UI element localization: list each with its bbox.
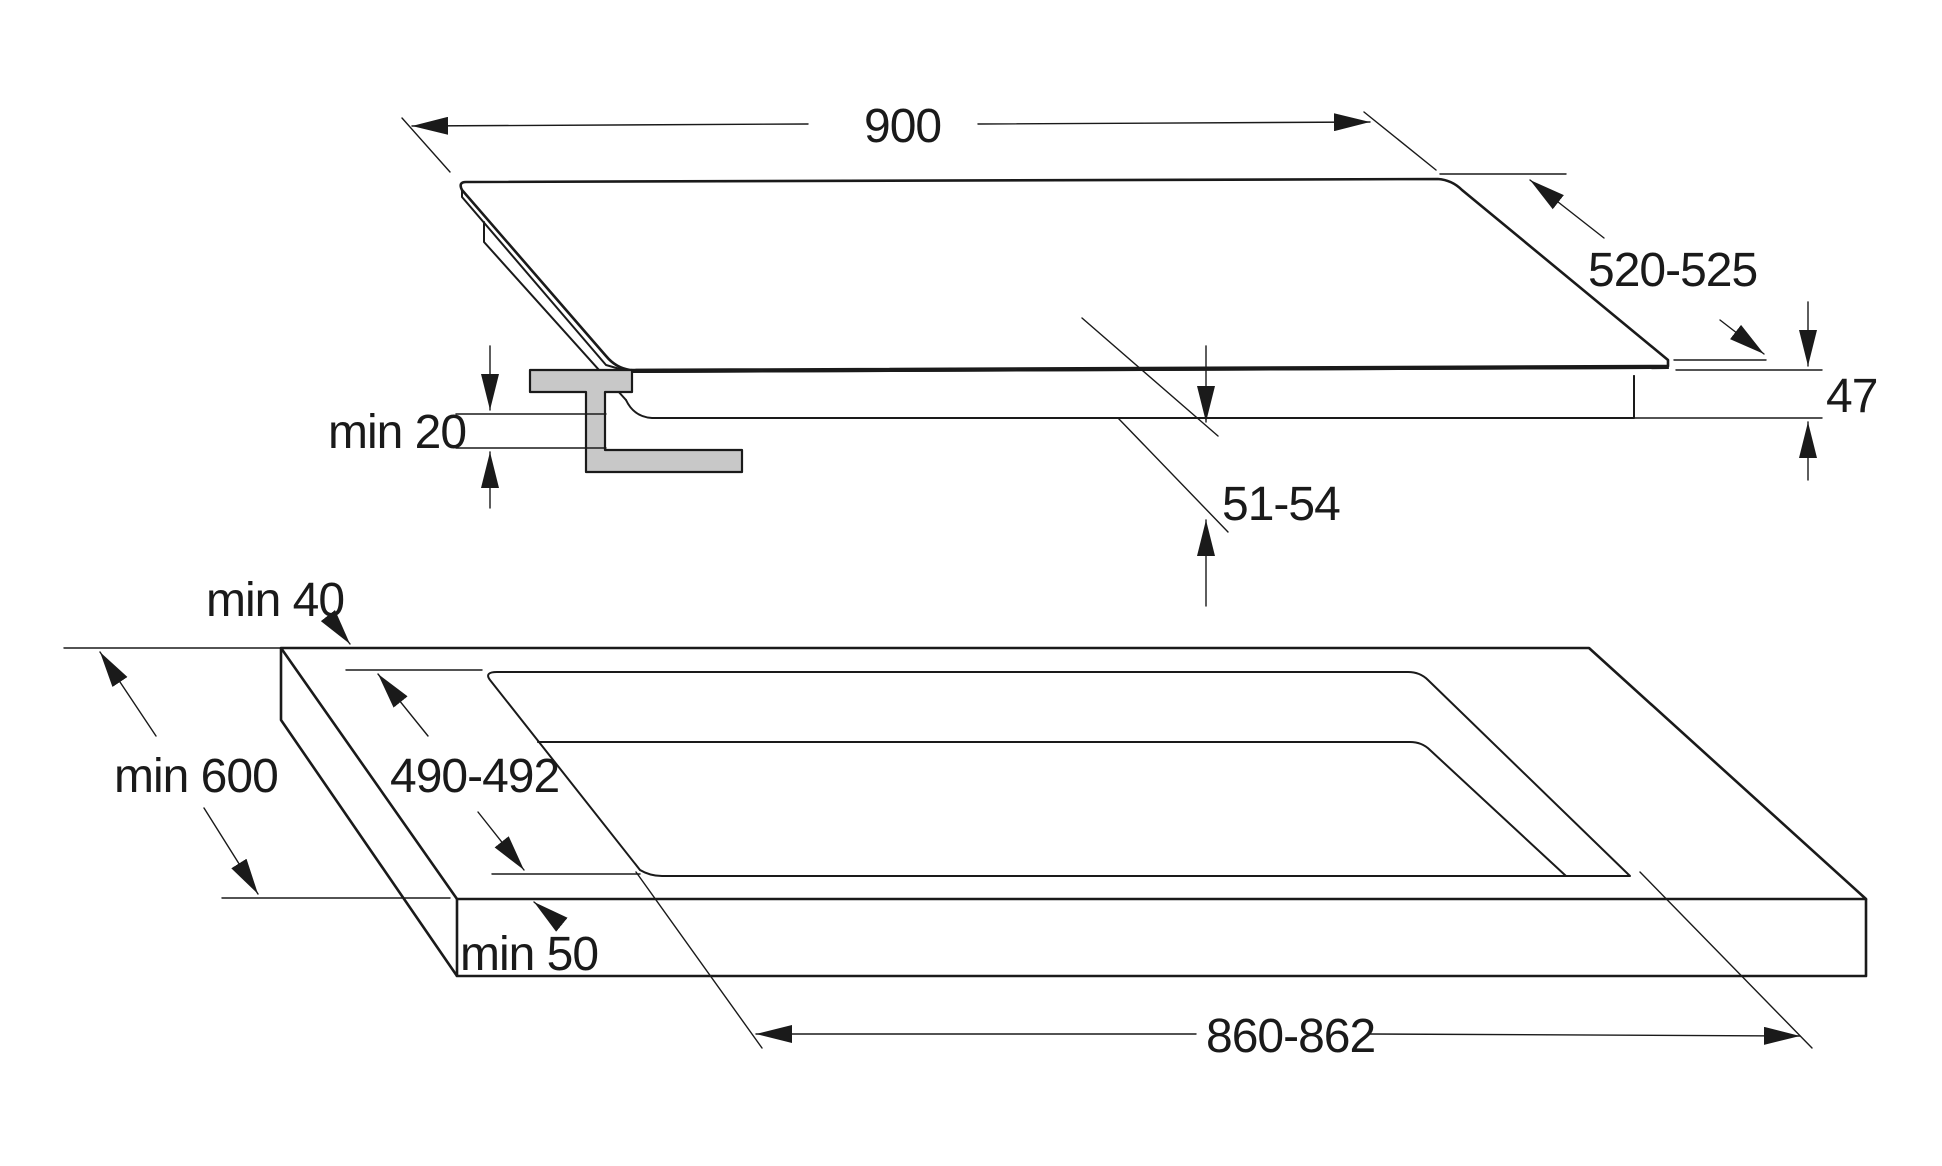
label-cutout-width: 860-862 xyxy=(1206,1010,1375,1063)
worktop-outline xyxy=(279,646,1868,978)
dimension-min-40 xyxy=(63,610,351,649)
dimension-900 xyxy=(401,111,1437,173)
mounting-bracket xyxy=(528,368,744,474)
label-hob-depth: 520-525 xyxy=(1588,244,1757,297)
dimension-min-50 xyxy=(533,901,568,932)
label-back-gap: min 50 xyxy=(460,928,598,981)
label-bracket-min: min 20 xyxy=(328,406,466,459)
hob-outline xyxy=(459,177,1670,419)
label-worktop-depth: min 600 xyxy=(114,750,278,803)
dimension-min-20 xyxy=(455,345,607,509)
dimension-min-600 xyxy=(99,651,451,899)
dimension-490-492 xyxy=(345,669,641,875)
dimension-51-54 xyxy=(1081,317,1229,607)
dimension-520-525 xyxy=(1439,173,1767,361)
label-cutout-depth: 490-492 xyxy=(390,750,559,803)
label-hob-height: 47 xyxy=(1826,370,1877,423)
label-insert-depth: 51-54 xyxy=(1222,478,1340,531)
worktop-cutout xyxy=(487,671,1631,877)
label-hob-width: 900 xyxy=(864,100,941,153)
dimension-860-862 xyxy=(635,871,1813,1049)
dimension-47 xyxy=(1613,301,1823,481)
label-front-gap: min 40 xyxy=(206,574,344,627)
